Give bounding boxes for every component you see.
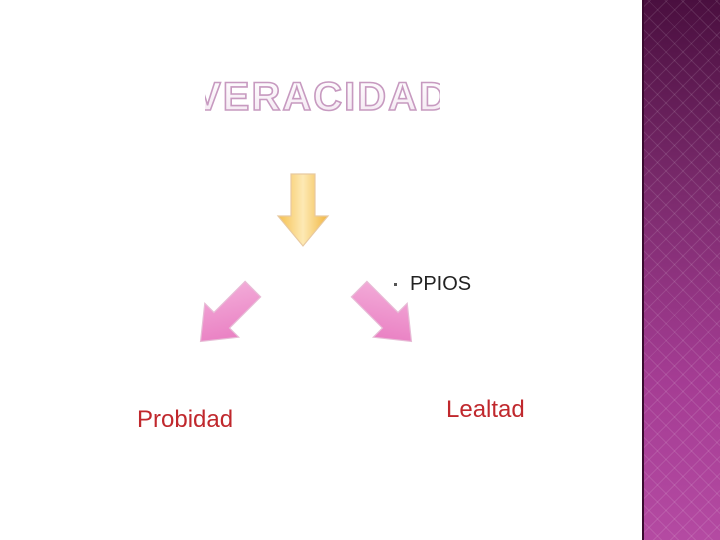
slide-title: VERACIDAD xyxy=(205,74,440,120)
decorative-side-band xyxy=(642,0,720,540)
down-arrow-icon xyxy=(276,173,330,247)
lealtad-label: Lealtad xyxy=(446,396,525,423)
probidad-label: Probidad xyxy=(137,406,234,433)
down-right-arrow-icon xyxy=(350,280,413,343)
slide-title-text: VERACIDAD xyxy=(205,75,440,119)
down-left-arrow-icon xyxy=(199,280,262,343)
bullet-marker xyxy=(394,283,397,286)
ppios-label: PPIOS xyxy=(410,273,472,295)
